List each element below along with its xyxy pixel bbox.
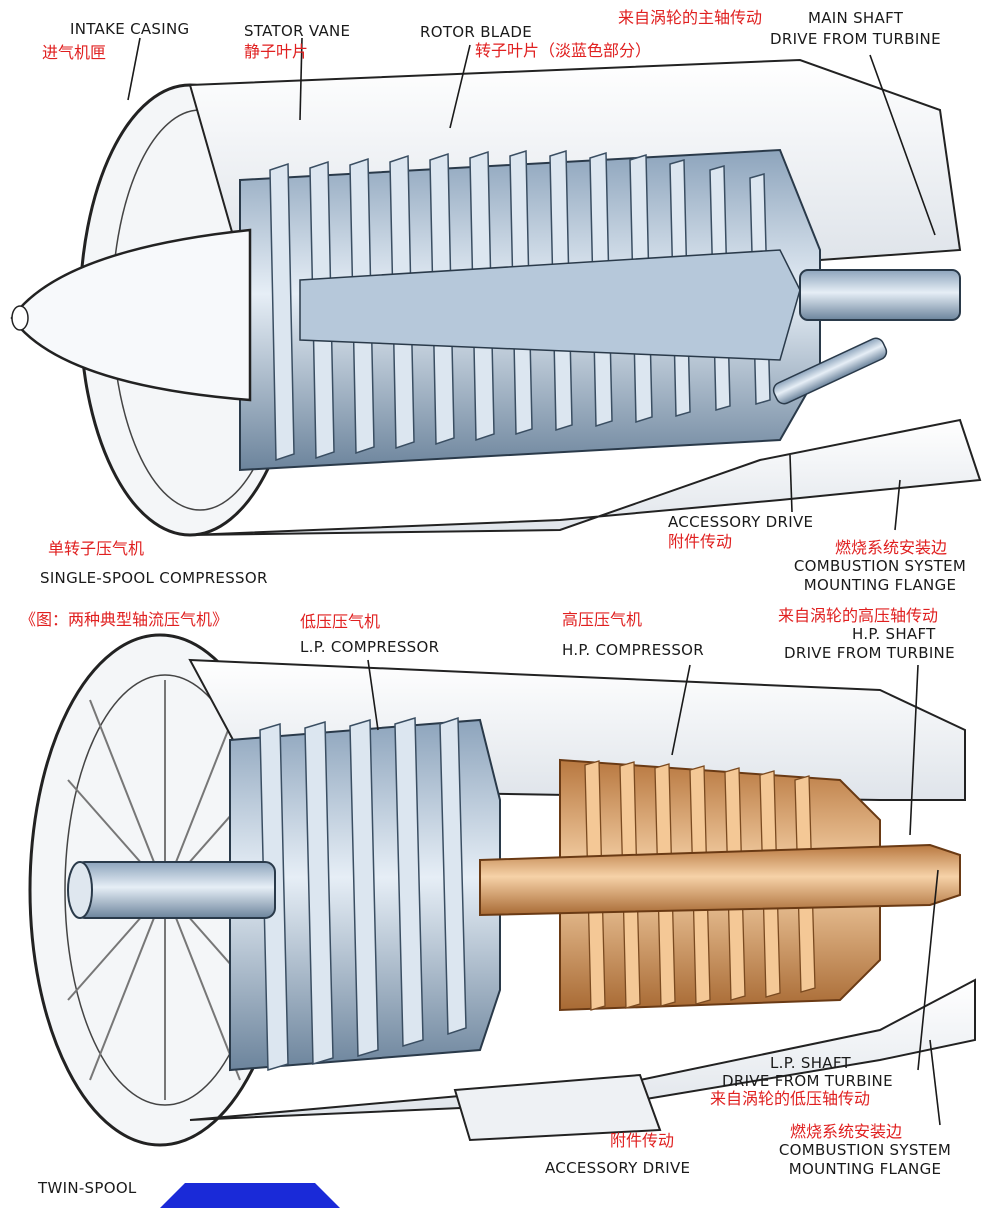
- twin-combustion-label-en-2: MOUNTING FLANGE: [788, 1160, 942, 1178]
- nose-tip: [11, 305, 29, 331]
- lp-shaft-label-en-2: DRIVE FROM TURBINE: [722, 1072, 893, 1090]
- lp-shaft-end: [67, 861, 93, 919]
- stator-vane-label-cn: 静子叶片: [244, 42, 309, 61]
- rotor-blade-label-en: ROTOR BLADE: [420, 23, 532, 41]
- nose-cone: [10, 228, 252, 402]
- hp-shaft: [479, 843, 961, 917]
- single-spool-title-en: SINGLE-SPOOL COMPRESSOR: [40, 569, 268, 587]
- lp-compressor-label-cn: 低压压气机: [300, 612, 381, 631]
- single-spool-engine: [10, 58, 982, 537]
- accessory-gearbox: [453, 1073, 662, 1142]
- twin-combustion-label-en-1: COMBUSTION SYSTEM: [778, 1141, 952, 1159]
- accessory-drive-label-cn: 附件传动: [668, 532, 733, 551]
- hp-shaft-label-en-2: DRIVE FROM TURBINE: [784, 644, 955, 662]
- figure-caption: 《图：两种典型轴流压气机》: [20, 610, 229, 629]
- twin-combustion-label-cn: 燃烧系统安装边: [790, 1122, 903, 1141]
- lower-casing: [189, 418, 982, 536]
- accessory-drive-label-en: ACCESSORY DRIVE: [668, 513, 814, 531]
- intake-casing-label-cn: 进气机匣: [42, 43, 107, 62]
- accessory-drive-tube: [772, 337, 888, 405]
- bottom-leader-lines: [367, 659, 941, 1126]
- combustion-flange-label-cn: 燃烧系统安装边: [835, 538, 948, 557]
- intake-casing-label-en: INTAKE CASING: [70, 20, 190, 38]
- twin-accessory-label-cn: 附件传动: [610, 1131, 675, 1150]
- hp-shaft-label-en-1: H.P. SHAFT: [852, 625, 936, 643]
- main-shaft-label-cn: 来自涡轮的主轴传动: [618, 8, 763, 27]
- single-spool-title-cn: 单转子压气机: [48, 539, 145, 558]
- hp-shaft-label-cn: 来自涡轮的高压轴传动: [778, 606, 939, 625]
- main-shaft-label-en-1: MAIN SHAFT: [808, 9, 904, 27]
- main-shaft-label-en-2: DRIVE FROM TURBINE: [770, 30, 941, 48]
- lp-shaft-label-en-1: L.P. SHAFT: [770, 1054, 851, 1072]
- main-shaft: [799, 269, 961, 321]
- top-leader-lines: [127, 37, 936, 531]
- rotor-blade-label-cn: 转子叶片（淡蓝色部分）: [475, 41, 652, 60]
- lp-compressor-label-en: L.P. COMPRESSOR: [300, 638, 440, 656]
- lp-shaft-label-cn: 来自涡轮的低压轴传动: [710, 1089, 871, 1108]
- stator-vane-label-en: STATOR VANE: [244, 22, 351, 40]
- rotor-drum: [299, 249, 801, 361]
- twin-spool-engine: [28, 633, 976, 1147]
- hp-compressor-label-en: H.P. COMPRESSOR: [562, 641, 704, 659]
- twin-spool-title: TWIN-SPOOL: [38, 1179, 137, 1197]
- twin-accessory-label-en: ACCESSORY DRIVE: [545, 1159, 691, 1177]
- blue-tab-shape: [160, 1183, 340, 1208]
- combustion-flange-label-en-2: MOUNTING FLANGE: [803, 576, 957, 594]
- combustion-flange-label-en-1: COMBUSTION SYSTEM: [793, 557, 967, 575]
- hp-compressor-label-cn: 高压压气机: [562, 610, 643, 629]
- lp-front-shaft: [74, 861, 276, 919]
